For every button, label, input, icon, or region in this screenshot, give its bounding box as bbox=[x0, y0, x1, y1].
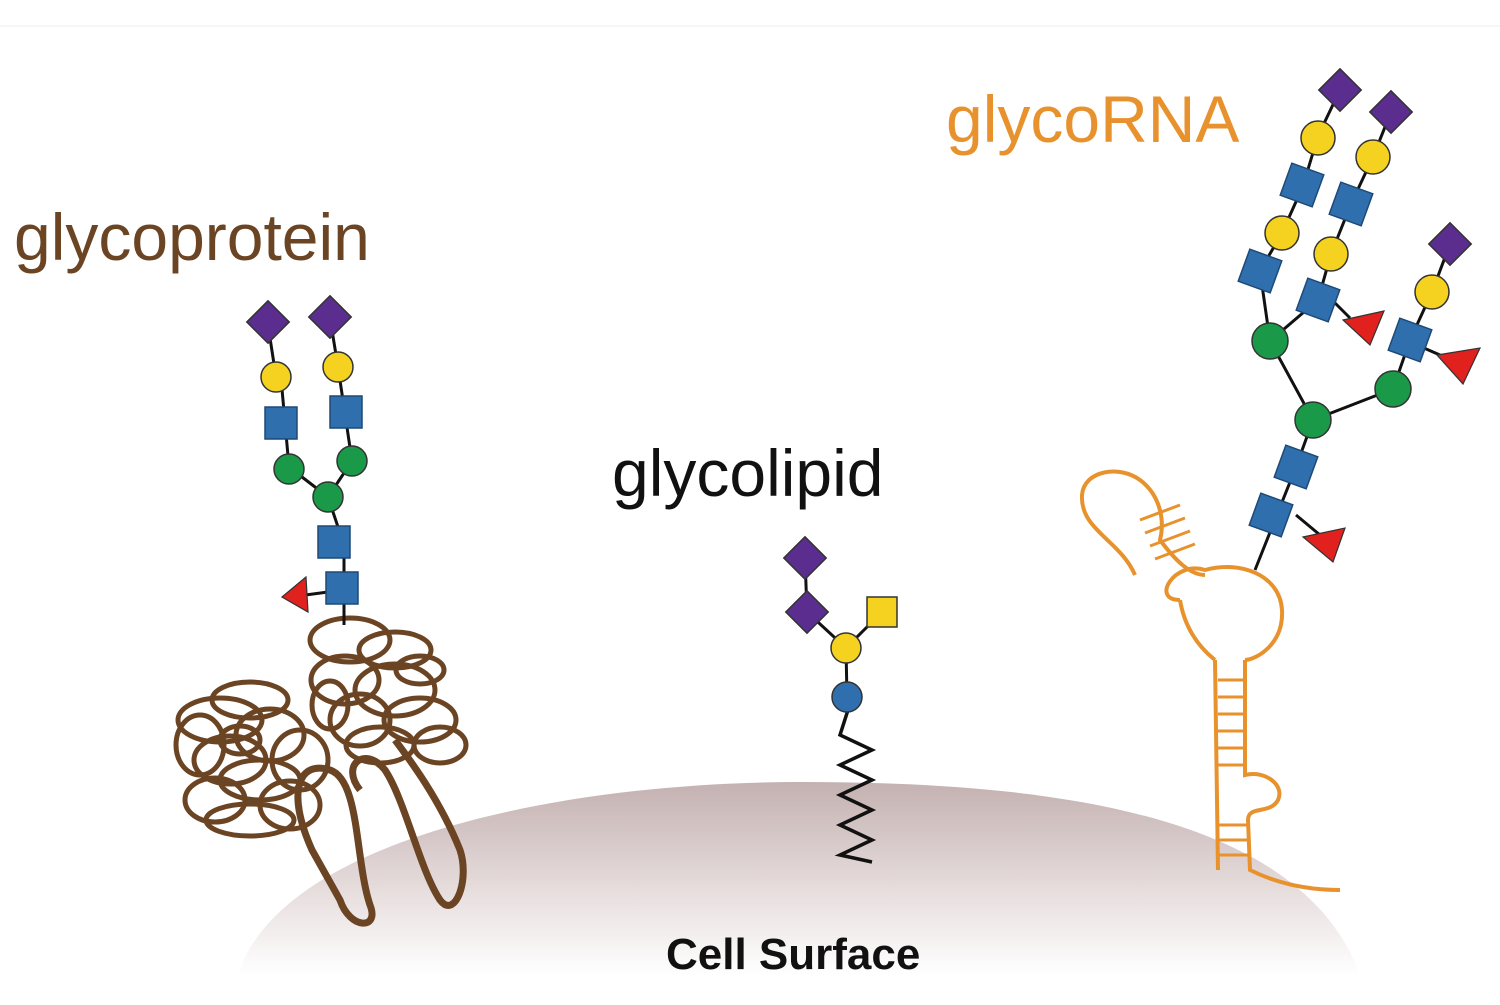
glycoprotein-label: glycoprotein bbox=[14, 200, 370, 274]
glucose-circle-icon bbox=[831, 681, 863, 713]
glcnac-square-icon bbox=[1387, 317, 1433, 363]
glycorna-structure bbox=[1079, 67, 1482, 892]
protein-stalk-right bbox=[349, 737, 467, 909]
sialic-acid-diamond-icon bbox=[784, 589, 830, 635]
sialic-acid-diamond-icon bbox=[1317, 67, 1363, 113]
mannose-circle-icon bbox=[1251, 322, 1289, 360]
galactose-circle-icon bbox=[1414, 274, 1450, 310]
glycolipid-structure bbox=[782, 535, 898, 864]
sialic-acid-diamond-icon bbox=[1427, 221, 1473, 267]
glycorna-label: glycoRNA bbox=[946, 82, 1240, 156]
mannose-circle-icon bbox=[1374, 370, 1412, 408]
cell-surface-membrane bbox=[238, 782, 1360, 975]
galnac-square-icon bbox=[866, 596, 898, 628]
mannose-circle-icon bbox=[336, 445, 368, 477]
fucose-triangle-icon bbox=[1301, 527, 1346, 564]
fucose-triangle-icon bbox=[280, 575, 309, 614]
galactose-circle-icon bbox=[1313, 236, 1349, 272]
galactose-circle-icon bbox=[830, 632, 862, 664]
glcnac-square-icon bbox=[317, 525, 351, 559]
fucose-triangle-icon bbox=[1341, 310, 1385, 347]
galactose-circle-icon bbox=[322, 351, 354, 383]
protein-domain-right bbox=[307, 615, 469, 766]
sialic-acid-diamond-icon bbox=[1368, 89, 1414, 135]
glcnac-square-icon bbox=[1279, 162, 1325, 208]
glcnac-square-icon bbox=[329, 395, 363, 429]
mannose-circle-icon bbox=[312, 481, 344, 513]
galactose-circle-icon bbox=[1300, 120, 1336, 156]
rna-backbone bbox=[1079, 469, 1341, 892]
glycolipid-label: glycolipid bbox=[612, 436, 884, 510]
glcnac-square-icon bbox=[264, 406, 298, 440]
glcnac-square-icon bbox=[325, 571, 359, 605]
sialic-acid-diamond-icon bbox=[245, 299, 291, 345]
glcnac-square-icon bbox=[1248, 492, 1294, 538]
glcnac-square-icon bbox=[1237, 248, 1283, 294]
cell-surface-label: Cell Surface bbox=[666, 930, 921, 979]
mannose-circle-icon bbox=[1294, 401, 1332, 439]
sialic-acid-diamond-icon bbox=[782, 535, 828, 581]
glcnac-square-icon bbox=[1328, 181, 1374, 227]
rna-base-pairs bbox=[1139, 503, 1248, 857]
galactose-circle-icon bbox=[260, 361, 292, 393]
lipid-tail bbox=[834, 709, 877, 864]
sialic-acid-diamond-icon bbox=[307, 294, 353, 340]
fucose-triangle-icon bbox=[1435, 347, 1482, 386]
mannose-circle-icon bbox=[273, 453, 305, 485]
protein-domain-left bbox=[173, 679, 331, 839]
galactose-circle-icon bbox=[1264, 215, 1300, 251]
galactose-circle-icon bbox=[1355, 139, 1391, 175]
glcnac-square-icon bbox=[1295, 277, 1341, 323]
glycoprotein-structure bbox=[173, 294, 469, 927]
glcnac-square-icon bbox=[1273, 444, 1319, 490]
